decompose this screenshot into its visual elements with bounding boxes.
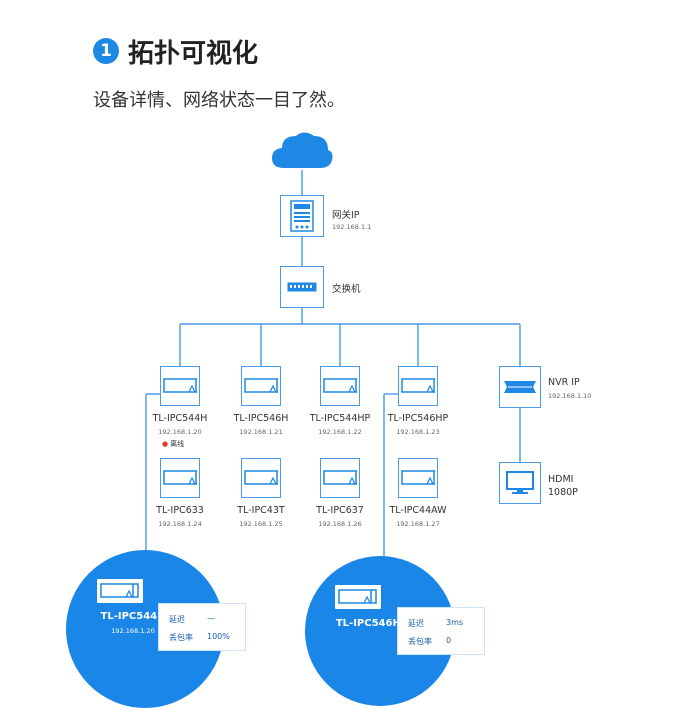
loss-value: 100%	[207, 632, 230, 641]
camera-icon	[244, 470, 278, 485]
monitor-resolution-line2: 1080P	[548, 487, 578, 498]
delay-label: 延迟	[169, 615, 185, 624]
nvr-label: NVR IP	[548, 377, 580, 388]
offline-dot-icon: ●	[162, 440, 169, 448]
detail-2-stats: 延迟 3ms 丢包率 0	[397, 607, 485, 655]
camera-node[interactable]	[320, 366, 360, 406]
delay-label: 延迟	[408, 619, 424, 628]
camera-model: TL-IPC43T	[237, 505, 285, 516]
camera-ip: 192.168.1.26	[318, 520, 362, 528]
loss-label: 丢包率	[169, 633, 193, 642]
switch-node[interactable]	[280, 266, 324, 308]
nvr-ip: 192.168.1.10	[548, 392, 592, 400]
camera-ip: 192.168.1.22	[318, 428, 362, 436]
camera-node[interactable]	[241, 366, 281, 406]
delay-value: —	[207, 614, 215, 623]
switch-label: 交换机	[332, 284, 361, 295]
camera-node[interactable]	[398, 458, 438, 498]
detail-1-ip: 192.168.1.20	[111, 627, 155, 635]
camera-node[interactable]	[160, 366, 200, 406]
detail-1-name: TL-IPC544H	[100, 611, 166, 622]
camera-icon	[97, 579, 143, 603]
cloud-icon	[272, 132, 333, 168]
monitor-node[interactable]	[499, 462, 541, 504]
camera-ip: 192.168.1.20	[158, 428, 202, 436]
gateway-label: 网关IP	[332, 210, 360, 221]
camera-model: TL-IPC546H	[233, 413, 289, 424]
camera-model: TL-IPC544HP	[309, 413, 371, 424]
camera-icon	[323, 470, 357, 485]
camera-icon	[401, 378, 435, 393]
detail-2-name: TL-IPC546HP	[335, 618, 409, 629]
camera-icon	[335, 585, 381, 609]
section-subtitle: 设备详情、网络状态一目了然。	[93, 90, 345, 111]
camera-icon	[401, 470, 435, 485]
camera-icon	[323, 378, 357, 393]
topology-links	[145, 170, 521, 572]
camera-ip: 192.168.1.25	[239, 520, 283, 528]
delay-value: 3ms	[446, 618, 464, 627]
camera-node[interactable]	[241, 458, 281, 498]
camera-node[interactable]	[160, 458, 200, 498]
loss-value: 0	[446, 636, 452, 645]
camera-ip: 192.168.1.23	[396, 428, 440, 436]
camera-model: TL-IPC633	[156, 505, 204, 516]
step-number-badge: 1	[93, 38, 119, 64]
loss-label: 丢包率	[408, 637, 432, 646]
camera-model: TL-IPC546HP	[387, 413, 449, 424]
camera-icon	[163, 378, 197, 393]
monitor-resolution-line1: HDMI	[548, 474, 574, 485]
gateway-node[interactable]	[280, 195, 324, 237]
nvr-icon	[504, 381, 536, 393]
gateway-icon	[290, 200, 314, 232]
camera-node[interactable]	[398, 366, 438, 406]
switch-icon	[287, 282, 317, 292]
camera-ip: 192.168.1.27	[396, 520, 440, 528]
camera-model: TL-IPC44AW	[389, 505, 447, 516]
monitor-icon	[506, 471, 534, 494]
camera-model: TL-IPC544H	[152, 413, 208, 424]
offline-status: ●离线	[162, 440, 185, 448]
camera-ip: 192.168.1.21	[239, 428, 283, 436]
section-title: 拓扑可视化	[128, 39, 259, 69]
gateway-ip: 192.168.1.1	[332, 223, 372, 231]
camera-node[interactable]	[320, 458, 360, 498]
nvr-node[interactable]	[499, 366, 541, 408]
camera-icon	[244, 378, 278, 393]
camera-model: TL-IPC637	[316, 505, 364, 516]
camera-ip: 192.168.1.24	[158, 520, 202, 528]
detail-1-stats: 延迟 — 丢包率 100%	[158, 603, 246, 651]
camera-icon	[163, 470, 197, 485]
